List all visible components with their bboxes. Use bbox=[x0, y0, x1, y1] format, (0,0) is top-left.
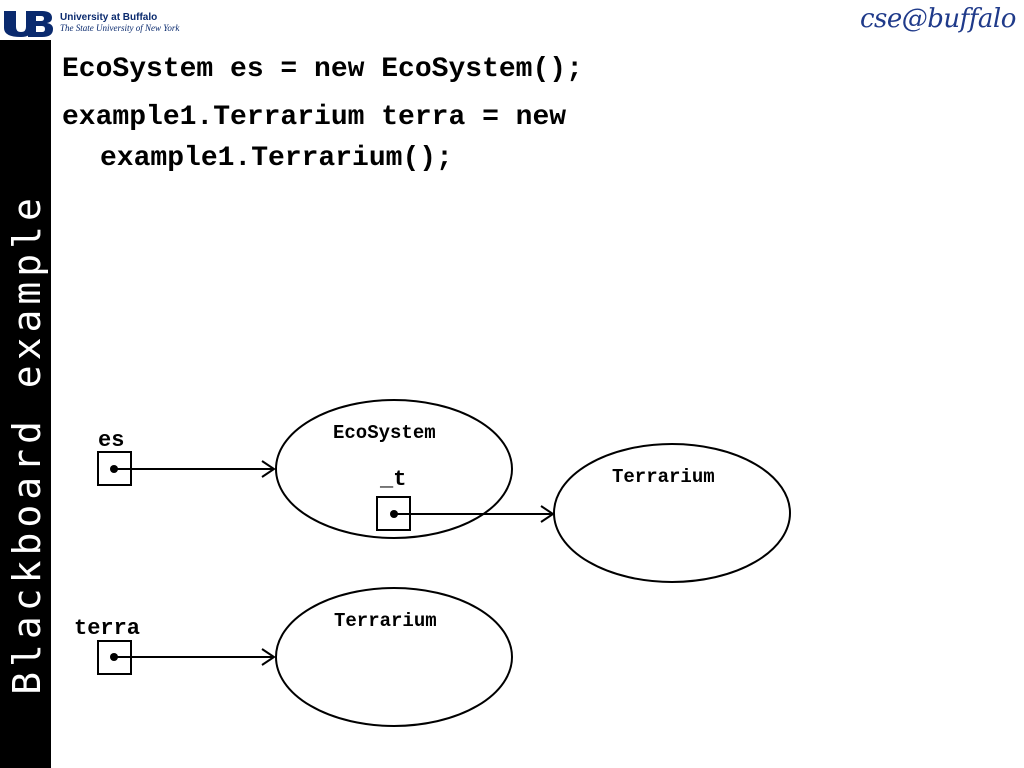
cse-buffalo-logo: cse@buffalo bbox=[860, 4, 1016, 34]
university-name: University at Buffalo bbox=[60, 12, 158, 23]
university-logo-text: University at Buffalo The State Universi… bbox=[60, 13, 179, 33]
university-subtitle: The State University of New York bbox=[60, 23, 180, 33]
ecosystem-object bbox=[275, 399, 513, 539]
terrarium-object-1 bbox=[553, 443, 791, 583]
code-line-2: example1.Terrarium terra = new bbox=[62, 102, 567, 133]
terra-variable-label: terra bbox=[74, 616, 141, 641]
sidebar: Blackboard example bbox=[0, 40, 51, 768]
ub-logo-icon bbox=[4, 11, 53, 37]
es-variable-label: es bbox=[98, 428, 125, 453]
code-line-3: example1.Terrarium(); bbox=[100, 143, 453, 174]
code-line-1: EcoSystem es = new EcoSystem(); bbox=[62, 54, 583, 85]
ecosystem-field-label: _t bbox=[380, 467, 407, 492]
terrarium-object-2 bbox=[275, 587, 513, 727]
terrarium-object-2-label: Terrarium bbox=[334, 610, 437, 632]
ecosystem-object-label: EcoSystem bbox=[333, 422, 436, 444]
terrarium-object-1-label: Terrarium bbox=[612, 466, 715, 488]
